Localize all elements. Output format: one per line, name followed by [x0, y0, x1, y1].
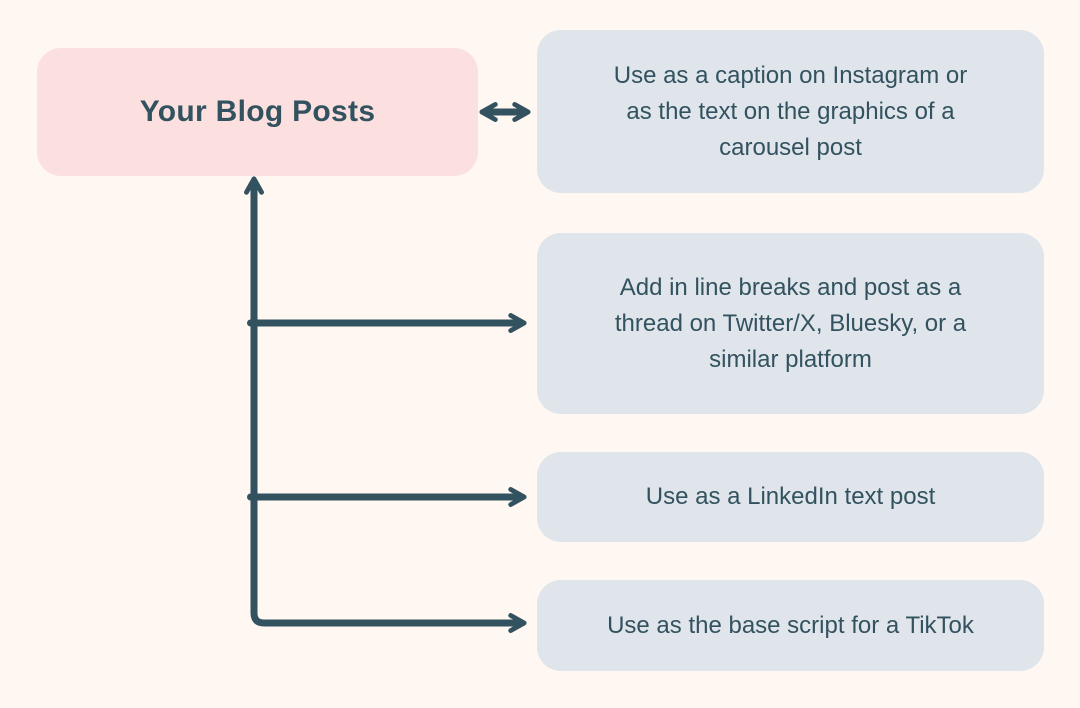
target-box-line: similar platform — [709, 345, 872, 373]
target-box-tiktok-script: Use as the base script for a TikTok — [537, 580, 1044, 671]
target-box-line: Use as a caption on Instagram or — [613, 61, 968, 89]
target-box-instagram-caption: Use as a caption on Instagram or as the … — [537, 30, 1044, 193]
target-box-line: Use as the base script for a TikTok — [607, 611, 974, 639]
target-box-line: carousel post — [719, 133, 862, 161]
trunk-up-arrow-and-bottom-branch — [244, 176, 527, 633]
target-box-line: Use as a LinkedIn text post — [645, 483, 936, 510]
target-box-line: Add in line breaks and post as a — [619, 273, 962, 301]
source-box-label: Your Blog Posts — [139, 95, 376, 128]
source-box-your-blog-posts: Your Blog Posts — [37, 48, 478, 176]
target-box-line: thread on Twitter/X, Bluesky, or a — [614, 309, 967, 337]
target-box-line: as the text on the graphics of a — [626, 97, 955, 125]
target-box-linkedin-post: Use as a LinkedIn text post — [537, 452, 1044, 542]
target-box-twitter-thread: Add in line breaks and post as a thread … — [537, 233, 1044, 414]
